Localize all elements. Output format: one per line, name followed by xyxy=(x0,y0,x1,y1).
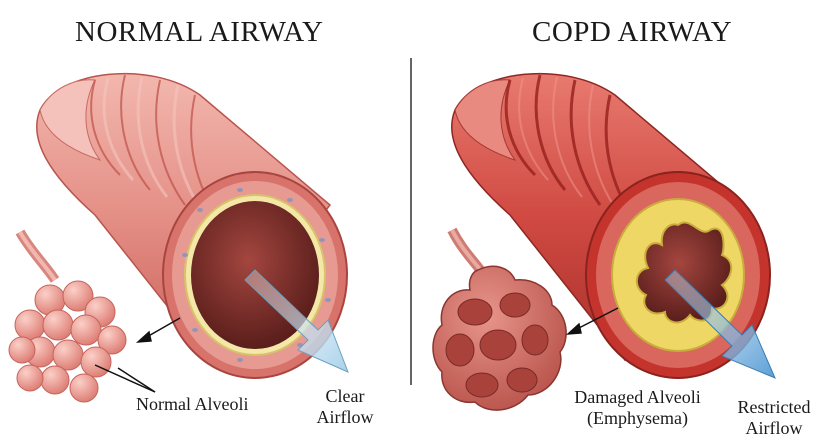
restricted-airflow-label-line1: Restricted xyxy=(728,397,820,418)
restricted-airflow-label-line2: Airflow xyxy=(728,418,820,439)
copd-airway-title: COPD AIRWAY xyxy=(532,16,732,49)
damaged-alveoli-label-line1: Damaged Alveoli xyxy=(555,387,720,408)
normal-airway-title: NORMAL AIRWAY xyxy=(75,16,323,49)
clear-airflow-label-line1: Clear xyxy=(305,386,385,407)
clear-airflow-label: Clear Airflow xyxy=(305,386,385,428)
normal-alveoli-label: Normal Alveoli xyxy=(136,394,248,415)
normal-alveoli-cluster xyxy=(9,232,126,402)
damaged-alveoli-label: Damaged Alveoli (Emphysema) xyxy=(555,387,720,429)
clear-airflow-label-line2: Airflow xyxy=(305,407,385,428)
damaged-alveoli-label-line2: (Emphysema) xyxy=(555,408,720,429)
